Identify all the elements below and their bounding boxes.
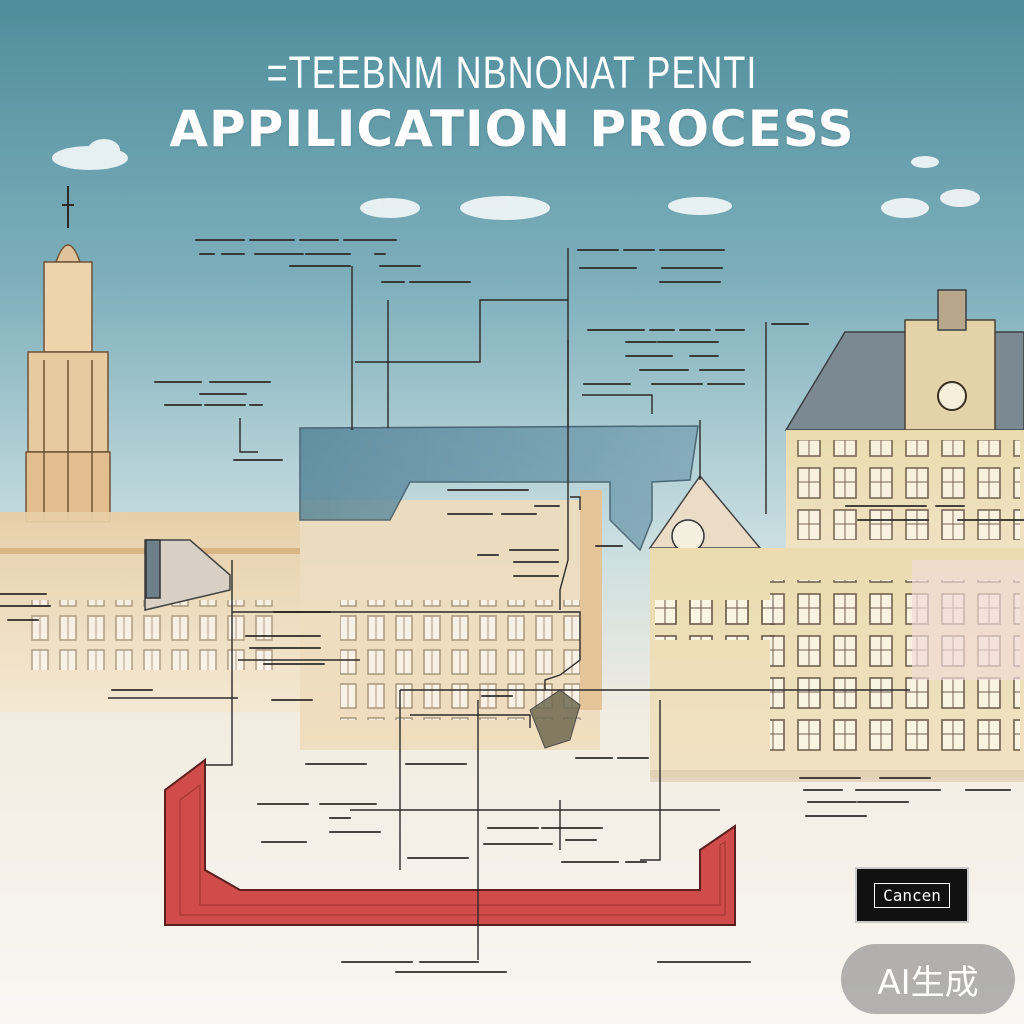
- connector-lines: [108, 248, 910, 960]
- right-building-illustration: [648, 289, 1024, 782]
- clouds: [52, 139, 980, 220]
- subtitle-heading: =TEEBNM NBNONAT PENTI: [266, 46, 758, 98]
- ai-generated-badge: AI生成: [841, 944, 1015, 1014]
- red-connector-frame: [164, 758, 736, 926]
- annotation-scribbles: [0, 239, 1024, 973]
- tower-illustration: [25, 186, 111, 523]
- page-title: APPILICATION PROCESS: [169, 100, 855, 158]
- blue-connector-band: [299, 425, 699, 552]
- sign-placard: Cancen: [855, 867, 969, 923]
- sign-label: Cancen: [874, 882, 950, 908]
- olive-accent-shape: [529, 689, 581, 749]
